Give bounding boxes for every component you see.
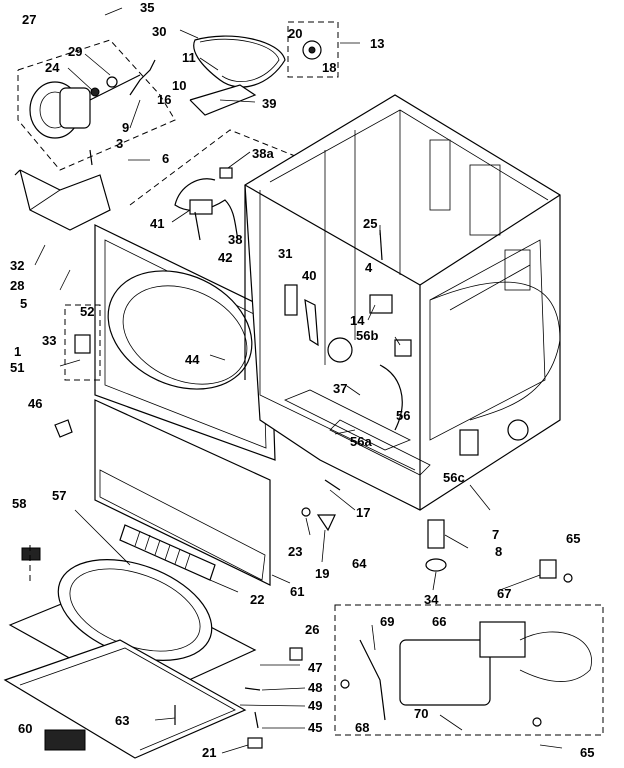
- label-21: 21: [202, 745, 216, 760]
- label-58: 58: [12, 496, 26, 511]
- base-and-seal: [3, 559, 257, 759]
- label-51: 51: [10, 360, 24, 375]
- label-7: 7: [492, 527, 499, 542]
- label-66: 66: [432, 614, 446, 629]
- pulley-box: [287, 21, 339, 78]
- label-23: 23: [288, 544, 302, 559]
- label-52: 52: [80, 304, 94, 319]
- label-44: 44: [185, 352, 200, 367]
- label-1: 1: [14, 344, 21, 359]
- label-4: 4: [365, 260, 373, 275]
- label-16: 16: [157, 92, 171, 107]
- label-38a: 38a: [252, 146, 274, 161]
- label-49: 49: [308, 698, 322, 713]
- label-61: 61: [290, 584, 304, 599]
- label-42: 42: [218, 250, 232, 265]
- label-41: 41: [150, 216, 164, 231]
- label-6: 6: [162, 151, 169, 166]
- label-13: 13: [370, 36, 384, 51]
- label-56c: 56c: [443, 470, 465, 485]
- label-3: 3: [116, 136, 123, 151]
- label-69: 69: [380, 614, 394, 629]
- label-38: 38: [228, 232, 242, 247]
- harness-38: [174, 167, 239, 241]
- label-70: 70: [414, 706, 428, 721]
- label-34: 34: [424, 592, 439, 607]
- label-47: 47: [308, 660, 322, 675]
- front-panel: [94, 224, 276, 461]
- label-65-upper: 65: [566, 531, 580, 546]
- label-64: 64: [352, 556, 367, 571]
- label-25: 25: [363, 216, 377, 231]
- label-22: 22: [250, 592, 264, 607]
- burner-box: [334, 604, 604, 736]
- label-65-lower: 65: [580, 745, 594, 760]
- label-35: 35: [140, 0, 154, 15]
- label-11: 11: [182, 50, 196, 65]
- label-67: 67: [497, 586, 511, 601]
- label-17: 17: [356, 505, 370, 520]
- label-45: 45: [308, 720, 322, 735]
- motor-assembly: [17, 39, 176, 171]
- label-46: 46: [28, 396, 42, 411]
- label-48: 48: [308, 680, 322, 695]
- label-33: 33: [42, 333, 56, 348]
- label-32: 32: [10, 258, 24, 273]
- leader-lines: [34, 7, 563, 754]
- label-56b: 56b: [356, 328, 378, 343]
- label-56a: 56a: [350, 434, 372, 449]
- motor-mount-bracket: [14, 169, 111, 231]
- label-57: 57: [52, 488, 66, 503]
- cabinet: [244, 94, 561, 511]
- label-8: 8: [495, 544, 502, 559]
- label-20: 20: [288, 26, 302, 41]
- label-68: 68: [355, 720, 369, 735]
- label-14: 14: [350, 313, 365, 328]
- label-19: 19: [315, 566, 329, 581]
- burner-assembly: [340, 621, 592, 727]
- label-30: 30: [152, 24, 166, 39]
- label-40: 40: [302, 268, 316, 283]
- label-18: 18: [322, 60, 336, 75]
- label-63: 63: [115, 713, 129, 728]
- label-5: 5: [20, 296, 27, 311]
- label-60: 60: [18, 721, 32, 736]
- label-24: 24: [45, 60, 60, 75]
- label-9: 9: [122, 120, 129, 135]
- label-31: 31: [278, 246, 292, 261]
- label-10: 10: [172, 78, 186, 93]
- label-39: 39: [262, 96, 276, 111]
- label-27: 27: [22, 12, 36, 27]
- label-56: 56: [396, 408, 410, 423]
- label-29: 29: [68, 44, 82, 59]
- part-labels: 35 27 30 20 13 29 24 11 18 10 16 39 9 3 …: [10, 0, 594, 760]
- drive-belt: [193, 35, 286, 88]
- label-37: 37: [333, 381, 347, 396]
- switch-box: [64, 304, 101, 381]
- label-28: 28: [10, 278, 24, 293]
- label-26: 26: [305, 622, 319, 637]
